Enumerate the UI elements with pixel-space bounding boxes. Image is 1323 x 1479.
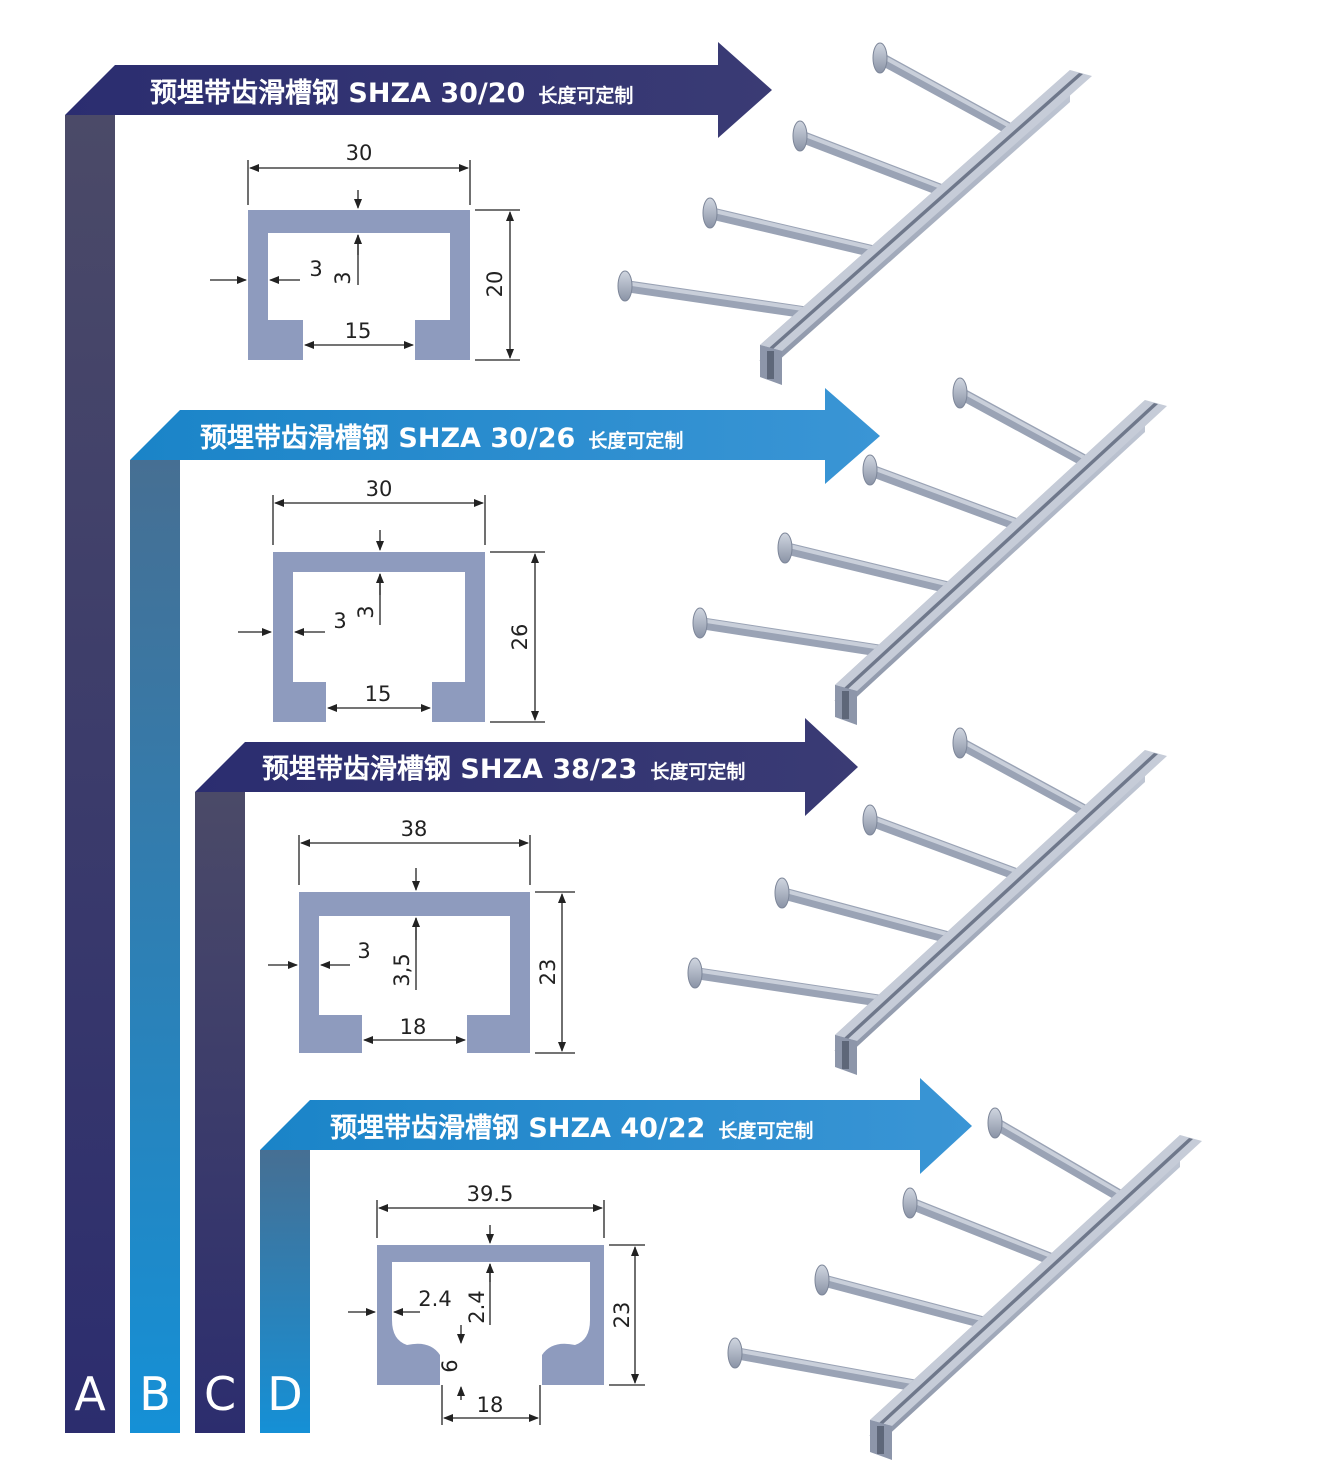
anchor-bolt-head — [617, 270, 633, 302]
section-a-letter: A — [74, 1367, 106, 1421]
anchor-bolt-shaft — [704, 207, 884, 259]
dim-c-wall-side: 3 — [357, 939, 370, 963]
section-a-profile: 30 3 3 15 20 — [210, 141, 520, 361]
rail-slot — [844, 403, 1158, 689]
dim-d-width: 39.5 — [467, 1182, 514, 1206]
anchor-bolt-highlight — [698, 618, 887, 651]
section-c-letter: C — [204, 1367, 236, 1421]
anchor-bolt-highlight — [958, 738, 1092, 813]
anchor-bolt-highlight — [693, 968, 887, 1001]
anchor-bolt-highlight — [993, 1118, 1127, 1198]
rail-3d-c — [687, 727, 1167, 1075]
section-d-band — [260, 1078, 972, 1433]
anchor-bolt-head — [687, 957, 703, 989]
anchor-bolt-head — [727, 1337, 743, 1369]
anchor-bolt-highlight — [780, 888, 955, 938]
anchor-bolt-highlight — [623, 281, 812, 312]
anchor-bolt-highlight — [878, 53, 1017, 131]
section-c-band — [195, 718, 858, 1433]
rail-end-slot — [842, 1041, 849, 1069]
anchor-bolt-highlight — [908, 1198, 1058, 1260]
section-c-profile: 38 3 3,5 18 23 — [268, 817, 575, 1054]
anchor-bolt-shaft — [816, 1274, 994, 1330]
rail-3d-b — [692, 377, 1167, 725]
anchor-bolt-highlight — [868, 815, 1023, 875]
anchor-bolt-highlight — [783, 543, 955, 588]
anchor-bolt-head — [952, 377, 968, 409]
anchor-bolt-head — [952, 727, 968, 759]
section-a-title: 预埋带齿滑槽钢 SHZA 30/20 长度可定制 — [150, 78, 633, 109]
anchor-bolt-shaft — [864, 464, 1027, 532]
rail-slot — [844, 753, 1158, 1039]
section-b-letter: B — [139, 1367, 171, 1421]
section-b-title: 预埋带齿滑槽钢 SHZA 30/26 长度可定制 — [200, 423, 683, 454]
anchor-bolt-shaft — [904, 1197, 1062, 1267]
dim-a-width: 30 — [346, 141, 373, 165]
anchor-bolt-head — [774, 877, 790, 909]
anchor-bolt-shaft — [689, 967, 891, 1008]
dim-c-opening: 18 — [400, 1015, 427, 1039]
anchor-bolt-head — [862, 454, 878, 486]
dim-d-wall-top: 2.4 — [465, 1290, 489, 1323]
anchor-bolt-highlight — [798, 131, 948, 191]
anchor-bolt-highlight — [958, 388, 1092, 463]
anchor-bolt-shaft — [694, 617, 891, 658]
anchor-bolt-shaft — [794, 130, 952, 198]
rail-slot — [769, 73, 1083, 349]
section-c-title: 预埋带齿滑槽钢 SHZA 38/23 长度可定制 — [262, 754, 745, 785]
dim-c-height: 23 — [536, 959, 560, 986]
dim-b-height: 26 — [508, 624, 532, 651]
section-a-band — [65, 42, 772, 1433]
section-d-title: 预埋带齿滑槽钢 SHZA 40/22 长度可定制 — [330, 1113, 813, 1144]
dim-d-lip: 6 — [438, 1359, 462, 1372]
section-d-profile: 39.5 2.4 2.4 6 18 23 — [348, 1182, 645, 1425]
anchor-bolt-head — [814, 1264, 830, 1296]
dim-b-opening: 15 — [365, 682, 392, 706]
dim-a-height: 20 — [483, 271, 507, 298]
dim-d-wall-side: 2.4 — [418, 1287, 451, 1311]
anchor-bolt-shaft — [619, 280, 816, 319]
dim-c-wall-top: 3,5 — [390, 953, 414, 986]
dim-d-opening: 18 — [477, 1393, 504, 1417]
dim-b-wall-side: 3 — [333, 609, 346, 633]
anchor-bolt-highlight — [733, 1348, 922, 1386]
dim-a-wall-top: 3 — [331, 271, 355, 284]
dim-b-width: 30 — [366, 477, 393, 501]
anchor-bolt-shaft — [989, 1117, 1131, 1205]
anchor-bolt-shaft — [954, 737, 1096, 820]
section-b-band — [130, 388, 880, 1433]
anchor-bolt-shaft — [874, 52, 1021, 138]
anchor-bolt-head — [792, 120, 808, 152]
anchor-bolt-head — [702, 197, 718, 229]
anchor-bolt-head — [987, 1107, 1003, 1139]
anchor-bolt-head — [902, 1187, 918, 1219]
anchor-bolt-shaft — [954, 387, 1096, 470]
anchor-bolt-head — [872, 42, 888, 74]
dim-a-wall-side: 3 — [309, 257, 322, 281]
dim-c-width: 38 — [401, 817, 428, 841]
anchor-bolt-head — [777, 532, 793, 564]
rail-slot — [879, 1138, 1193, 1424]
rails-3d-layer — [617, 42, 1202, 1460]
rail-3d-d — [727, 1107, 1202, 1460]
dim-b-wall-top: 3 — [354, 605, 378, 618]
rail-end-slot — [842, 691, 849, 719]
anchor-bolt-shaft — [779, 542, 959, 595]
rail-3d-a — [617, 42, 1092, 385]
dim-d-height: 23 — [610, 1302, 634, 1329]
section-b-profile: 30 3 3 15 26 — [238, 477, 545, 723]
anchor-bolt-head — [862, 804, 878, 836]
anchor-bolt-highlight — [708, 208, 880, 252]
anchor-bolt-shaft — [776, 887, 959, 945]
anchor-bolt-highlight — [820, 1275, 990, 1323]
rail-end-slot — [877, 1426, 884, 1454]
section-d-letter: D — [267, 1367, 302, 1421]
anchor-bolt-head — [692, 607, 708, 639]
anchor-bolt-highlight — [868, 465, 1023, 525]
anchor-bolt-shaft — [729, 1347, 926, 1393]
dim-a-opening: 15 — [345, 319, 372, 343]
rail-end-slot — [767, 351, 774, 379]
anchor-bolt-shaft — [864, 814, 1027, 882]
